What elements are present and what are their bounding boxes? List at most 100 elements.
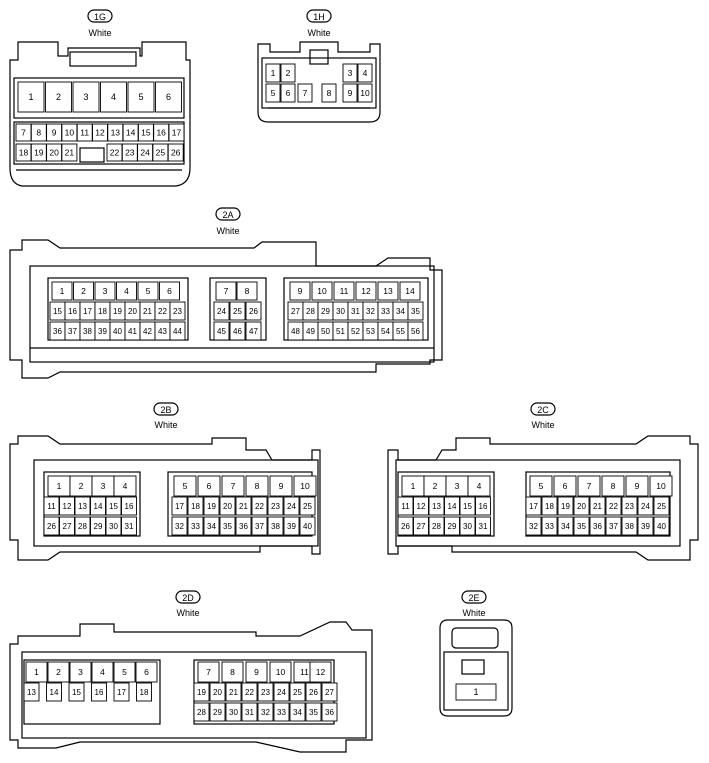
pin-number: 30 <box>336 307 345 316</box>
connector-1H-latch <box>309 49 329 65</box>
pin-number: 32 <box>529 522 538 531</box>
pin-number: 19 <box>197 688 206 697</box>
connector-2B-face <box>33 459 319 547</box>
pin-number: 15 <box>141 128 151 138</box>
pin-number: 6 <box>144 667 149 677</box>
pin-number: 4 <box>363 68 368 78</box>
pin-cell <box>444 496 460 516</box>
pin-number: 39 <box>641 522 650 531</box>
pin-cell <box>269 661 292 683</box>
pin-cell <box>377 281 399 301</box>
pin-number: 21 <box>593 502 602 511</box>
pin-cell <box>557 496 574 516</box>
pin-cell <box>397 516 414 536</box>
pin-cell <box>589 496 606 516</box>
pin-number: 37 <box>255 522 264 531</box>
pin-number: 32 <box>366 307 375 316</box>
pin-number: 1 <box>57 481 62 491</box>
pin-cell <box>573 516 590 536</box>
pin-number: 40 <box>657 522 666 531</box>
pin-cell <box>265 63 281 83</box>
pin-cell <box>257 682 274 702</box>
pin-number: 22 <box>609 502 618 511</box>
connector-2B-tag <box>153 402 179 416</box>
pin-number: 7 <box>587 481 592 491</box>
pin-number: 17 <box>83 307 92 316</box>
pin-number: 17 <box>175 502 184 511</box>
pin-number: 26 <box>309 688 318 697</box>
pin-cell <box>529 475 553 497</box>
pin-cell <box>113 475 137 497</box>
pin-number: 16 <box>479 502 488 511</box>
pin-number: 7 <box>206 667 211 677</box>
pin-number: 20 <box>128 307 137 316</box>
pin-number: 21 <box>65 148 75 158</box>
pin-number: 36 <box>593 522 602 531</box>
pin-number: 19 <box>561 502 570 511</box>
pin-number: 44 <box>173 327 182 336</box>
pin-number: 14 <box>126 128 136 138</box>
pin-cell <box>59 516 75 536</box>
pin-cell <box>355 281 377 301</box>
pin-cell <box>399 281 421 301</box>
pin-number: 6 <box>167 286 172 296</box>
connector-2D-tag <box>175 590 201 604</box>
pin-number: 24 <box>140 148 150 158</box>
pin-cell <box>475 516 491 536</box>
pin-number: 10 <box>276 667 286 677</box>
pin-number: 4 <box>477 481 482 491</box>
pin-cell <box>357 63 373 83</box>
pin-number: 11 <box>47 502 56 511</box>
pin-cell <box>45 81 72 113</box>
pin-number: 34 <box>207 522 216 531</box>
pin-number: 5 <box>122 667 127 677</box>
pin-cell <box>46 682 62 702</box>
pin-number: 36 <box>53 327 62 336</box>
pin-number: 28 <box>306 307 315 316</box>
pin-number: 28 <box>78 522 87 531</box>
pin-number: 30 <box>229 708 238 717</box>
pin-number: 6 <box>166 92 171 102</box>
pin-cell <box>342 63 358 83</box>
pin-number: 30 <box>463 522 472 531</box>
pin-cell <box>236 281 258 301</box>
pin-number: 25 <box>657 502 666 511</box>
pin-number: 31 <box>351 307 360 316</box>
pin-number: 20 <box>213 688 222 697</box>
pin-cell <box>94 281 116 301</box>
pin-cell <box>209 702 226 722</box>
pin-cell <box>289 682 306 702</box>
pin-number: 33 <box>191 522 200 531</box>
pin-cell <box>269 475 293 497</box>
connector-1H-tag <box>306 9 332 23</box>
pin-cell <box>74 496 91 516</box>
pin-cell <box>280 83 296 103</box>
pin-number: 35 <box>223 522 232 531</box>
connector-1H-housing <box>257 41 381 123</box>
pin-cell <box>455 683 497 701</box>
pin-number: 3 <box>103 286 108 296</box>
pin-cell <box>309 661 332 683</box>
pin-cell <box>105 496 122 516</box>
pin-cell <box>197 475 221 497</box>
pin-number: 18 <box>98 307 107 316</box>
pin-cell <box>305 702 322 722</box>
pin-cell <box>43 516 60 536</box>
pin-cell <box>475 496 491 516</box>
pin-number: 9 <box>348 88 353 98</box>
pin-cell <box>637 516 654 536</box>
pin-number: 29 <box>448 522 457 531</box>
pin-number: 55 <box>396 327 405 336</box>
connector-1G-key <box>79 147 105 163</box>
pin-number: 22 <box>110 148 120 158</box>
connector-2D-face <box>21 651 367 739</box>
pin-number: 20 <box>49 148 59 158</box>
pin-cell <box>557 516 574 536</box>
connector-2E-id: 2E <box>468 593 479 603</box>
pin-cell <box>321 83 337 103</box>
pin-number: 8 <box>327 88 332 98</box>
pin-number: 3 <box>83 92 88 102</box>
pin-number: 1 <box>34 667 39 677</box>
pin-number: 48 <box>291 327 300 336</box>
